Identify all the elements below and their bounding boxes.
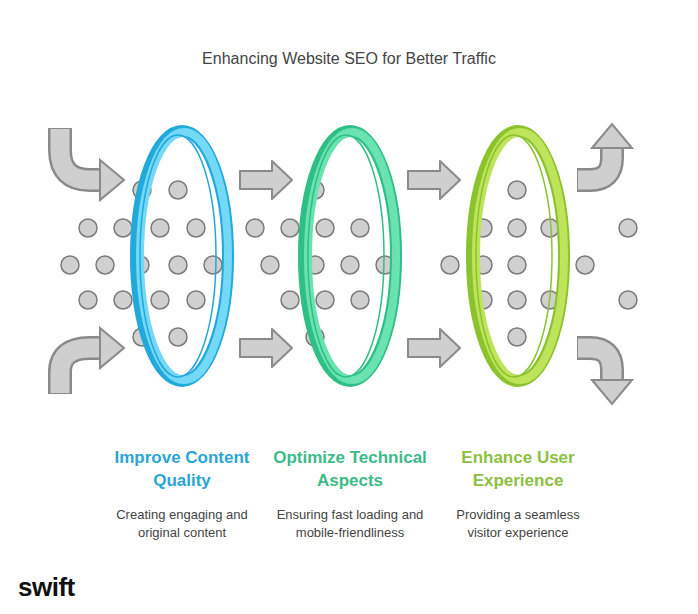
particle-dot [114, 291, 132, 309]
particle-dot [169, 328, 187, 346]
particle-dot [576, 256, 594, 274]
particle-dot [79, 219, 97, 237]
ring-outline [466, 125, 570, 387]
particle-dot [96, 256, 114, 274]
block-arrow [408, 161, 460, 199]
particle-dot [619, 291, 637, 309]
particle-dot [508, 328, 526, 346]
particle-dot [261, 256, 279, 274]
particle-dot [187, 291, 205, 309]
ring-outline [130, 125, 234, 387]
particle-dot [281, 219, 299, 237]
particle-dot [151, 291, 169, 309]
particle-dot [204, 256, 222, 274]
particle-dot [316, 219, 334, 237]
step-heading: Optimize Technical Aspects [270, 446, 430, 492]
step-heading: Enhance User Experience [438, 446, 598, 492]
stage-ring: Enhance User ExperienceProviding a seaml… [466, 125, 570, 387]
outflow-arrow [577, 124, 632, 404]
particle-dot [79, 291, 97, 309]
inflow-arrow [60, 128, 124, 394]
particle-dot [619, 219, 637, 237]
particle-dot [351, 219, 369, 237]
diagram-title: Enhancing Website SEO for Better Traffic [0, 50, 698, 68]
stage-ring: Improve Content QualityCreating engaging… [130, 125, 234, 387]
ring-outline [298, 125, 402, 387]
particle-dot [169, 181, 187, 199]
step-description: Providing a seamless visitor experience [438, 506, 598, 542]
particle-dot [508, 181, 526, 199]
particle-dot [341, 256, 359, 274]
brand-logo: swift [18, 572, 75, 603]
particle-dot [351, 291, 369, 309]
particle-dot [508, 219, 526, 237]
particle-dot [508, 256, 526, 274]
step-heading: Improve Content Quality [102, 446, 262, 492]
block-arrow [240, 329, 292, 367]
particle-dot [187, 219, 205, 237]
particle-dot [61, 256, 79, 274]
stage-ring: Optimize Technical AspectsEnsuring fast … [298, 125, 402, 387]
particle-dot [441, 256, 459, 274]
particle-dot [246, 219, 264, 237]
block-arrow [408, 329, 460, 367]
particle-dot [281, 291, 299, 309]
particle-dot [114, 219, 132, 237]
particle-dot [316, 291, 334, 309]
block-arrow [240, 161, 292, 199]
particle-dot [169, 256, 187, 274]
step-description: Ensuring fast loading and mobile-friendl… [270, 506, 430, 542]
step-description: Creating engaging and original content [102, 506, 262, 542]
particle-dot [508, 291, 526, 309]
particle-dot [151, 219, 169, 237]
